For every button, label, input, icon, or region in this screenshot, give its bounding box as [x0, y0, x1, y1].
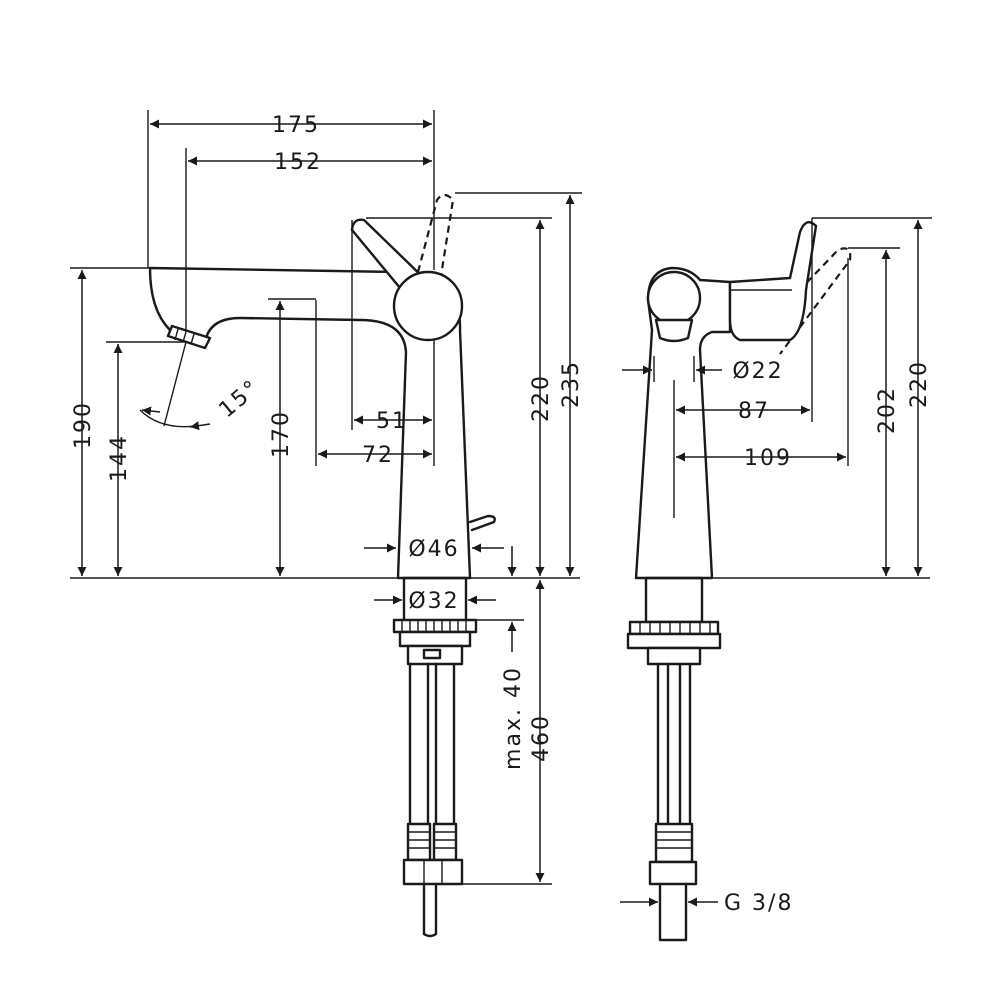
dim-87-label: 87 — [738, 399, 770, 424]
angle-15-label: 15° — [215, 375, 266, 423]
dim-72-label: 72 — [362, 443, 394, 468]
dim-175-label: 175 — [272, 113, 320, 138]
hose-tail — [422, 882, 438, 938]
front-lever — [728, 220, 818, 342]
max-40-label: max. 40 — [501, 666, 526, 770]
dim-202-label: 202 — [875, 386, 900, 434]
popup-rod — [468, 514, 496, 532]
dim-51-label: 51 — [376, 409, 408, 434]
dim-170-label: 170 — [269, 410, 294, 458]
dim-152-label: 152 — [274, 150, 322, 175]
thread-g38-label: G 3/8 — [724, 891, 793, 916]
dim-460-label: 460 — [529, 714, 554, 762]
front-shank — [644, 576, 704, 624]
dia-46-label: Ø46 — [408, 537, 459, 562]
washer-teeth — [401, 621, 467, 631]
mounting-washer — [392, 618, 478, 634]
front-lever-dashed — [779, 247, 852, 355]
dim-235-label: 235 — [559, 360, 584, 408]
front-washer-teeth — [639, 623, 711, 633]
mounting-plate — [398, 630, 472, 648]
supply-hoses — [408, 662, 456, 826]
front-body — [634, 266, 732, 580]
dim-109-label: 109 — [744, 446, 792, 471]
dim-190-label: 190 — [71, 401, 96, 449]
dim-220-label: 220 — [529, 374, 554, 422]
lever-upright-dashed — [416, 193, 455, 283]
front-aerator — [654, 318, 694, 343]
front-view: Ø22 87 109 202 220 G 3/8 — [620, 217, 932, 942]
aerator — [166, 324, 212, 350]
front-hose-tail — [658, 882, 688, 942]
lever-hub — [392, 270, 464, 342]
side-view: 175 152 190 144 15° 170 51 72 220 235 Ø4… — [70, 110, 584, 938]
dia-32-label: Ø32 — [408, 589, 459, 614]
front-supply-hoses — [656, 662, 692, 826]
dim-144-label: 144 — [107, 434, 132, 482]
hose-fittings — [402, 822, 464, 886]
front-spout-head — [646, 270, 702, 326]
dia-22-label: Ø22 — [732, 359, 783, 384]
front-dim-220-label: 220 — [907, 360, 932, 408]
